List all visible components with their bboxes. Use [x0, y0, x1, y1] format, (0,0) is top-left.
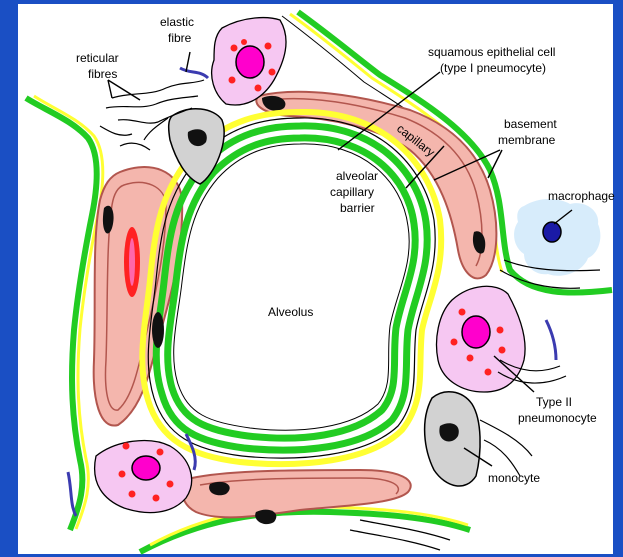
- label-barrier-line1: alveolar: [336, 169, 378, 183]
- label-elastic-line2: fibre: [168, 31, 192, 45]
- label-macrophage: macrophage: [548, 189, 615, 203]
- type-I-nucleus: [152, 312, 164, 348]
- pneumocyte-right: [437, 286, 526, 392]
- label-squamous-line1: squamous epithelial cell: [428, 45, 555, 59]
- label-squamous-line2: (type I pneumocyte): [440, 61, 546, 75]
- label-barrier-line2: capillary: [330, 185, 374, 199]
- label-type2-line1: Type II: [536, 395, 572, 409]
- label-elastic-line1: elastic: [160, 15, 194, 29]
- label-basement-line2: membrane: [498, 133, 556, 147]
- label-barrier-line3: barrier: [340, 201, 375, 215]
- label-basement-line1: basement: [504, 117, 557, 131]
- label-alveolus: Alveolus: [268, 305, 313, 319]
- label-type2-line2: pneumonocyte: [518, 411, 597, 425]
- label-reticular-line2: fibres: [88, 67, 117, 81]
- label-monocyte: monocyte: [488, 471, 540, 485]
- label-reticular-line1: reticular: [76, 51, 119, 65]
